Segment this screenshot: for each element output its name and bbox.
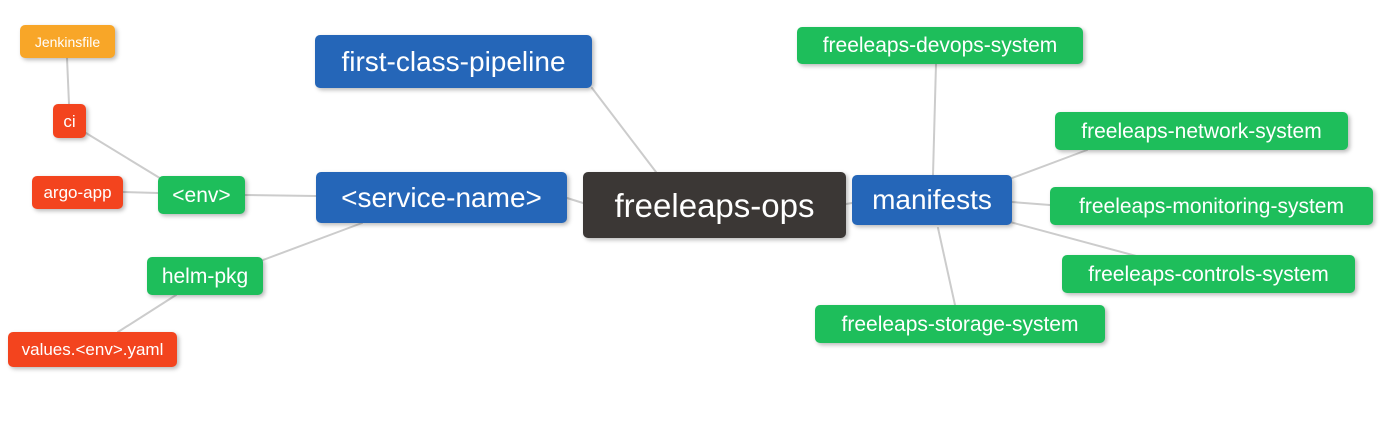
edge-manifests-monitoring-system [1011, 201, 1051, 206]
node-freeleaps-ops-root[interactable]: freeleaps-ops [583, 172, 846, 238]
edge-manifests-controls-system [1009, 221, 1141, 258]
edge-manifests-network-system [1011, 149, 1088, 179]
node-service-name[interactable]: <service-name> [316, 172, 567, 223]
node-freeleaps-storage-system[interactable]: freeleaps-storage-system [815, 305, 1105, 343]
edge-helm-pkg-service-name [262, 222, 363, 261]
node-values-env-yaml[interactable]: values.<env>.yaml [8, 332, 177, 367]
node-manifests[interactable]: manifests [852, 175, 1012, 225]
node-jenkinsfile[interactable]: Jenkinsfile [20, 25, 115, 58]
edge-jenkinsfile-ci [66, 57, 70, 105]
node-freeleaps-network-system[interactable]: freeleaps-network-system [1055, 112, 1348, 150]
node-first-class-pipeline[interactable]: first-class-pipeline [315, 35, 592, 88]
node-freeleaps-devops-system[interactable]: freeleaps-devops-system [797, 27, 1083, 64]
edge-ci-env [85, 132, 164, 181]
node-freeleaps-controls-system[interactable]: freeleaps-controls-system [1062, 255, 1355, 293]
edge-env-service-name [244, 194, 317, 197]
edge-service-name-root [566, 197, 584, 204]
edge-values-env-yaml-helm-pkg [117, 294, 177, 333]
node-helm-pkg[interactable]: helm-pkg [147, 257, 263, 295]
edge-manifests-devops-system [932, 63, 937, 176]
edge-manifests-storage-system [937, 227, 956, 306]
node-env[interactable]: <env> [158, 176, 245, 214]
edge-argo-app-env [122, 191, 159, 194]
node-freeleaps-monitoring-system[interactable]: freeleaps-monitoring-system [1050, 187, 1373, 225]
edge-first-class-pipeline-root [591, 87, 657, 173]
node-ci[interactable]: ci [53, 104, 86, 138]
node-argo-app[interactable]: argo-app [32, 176, 123, 209]
